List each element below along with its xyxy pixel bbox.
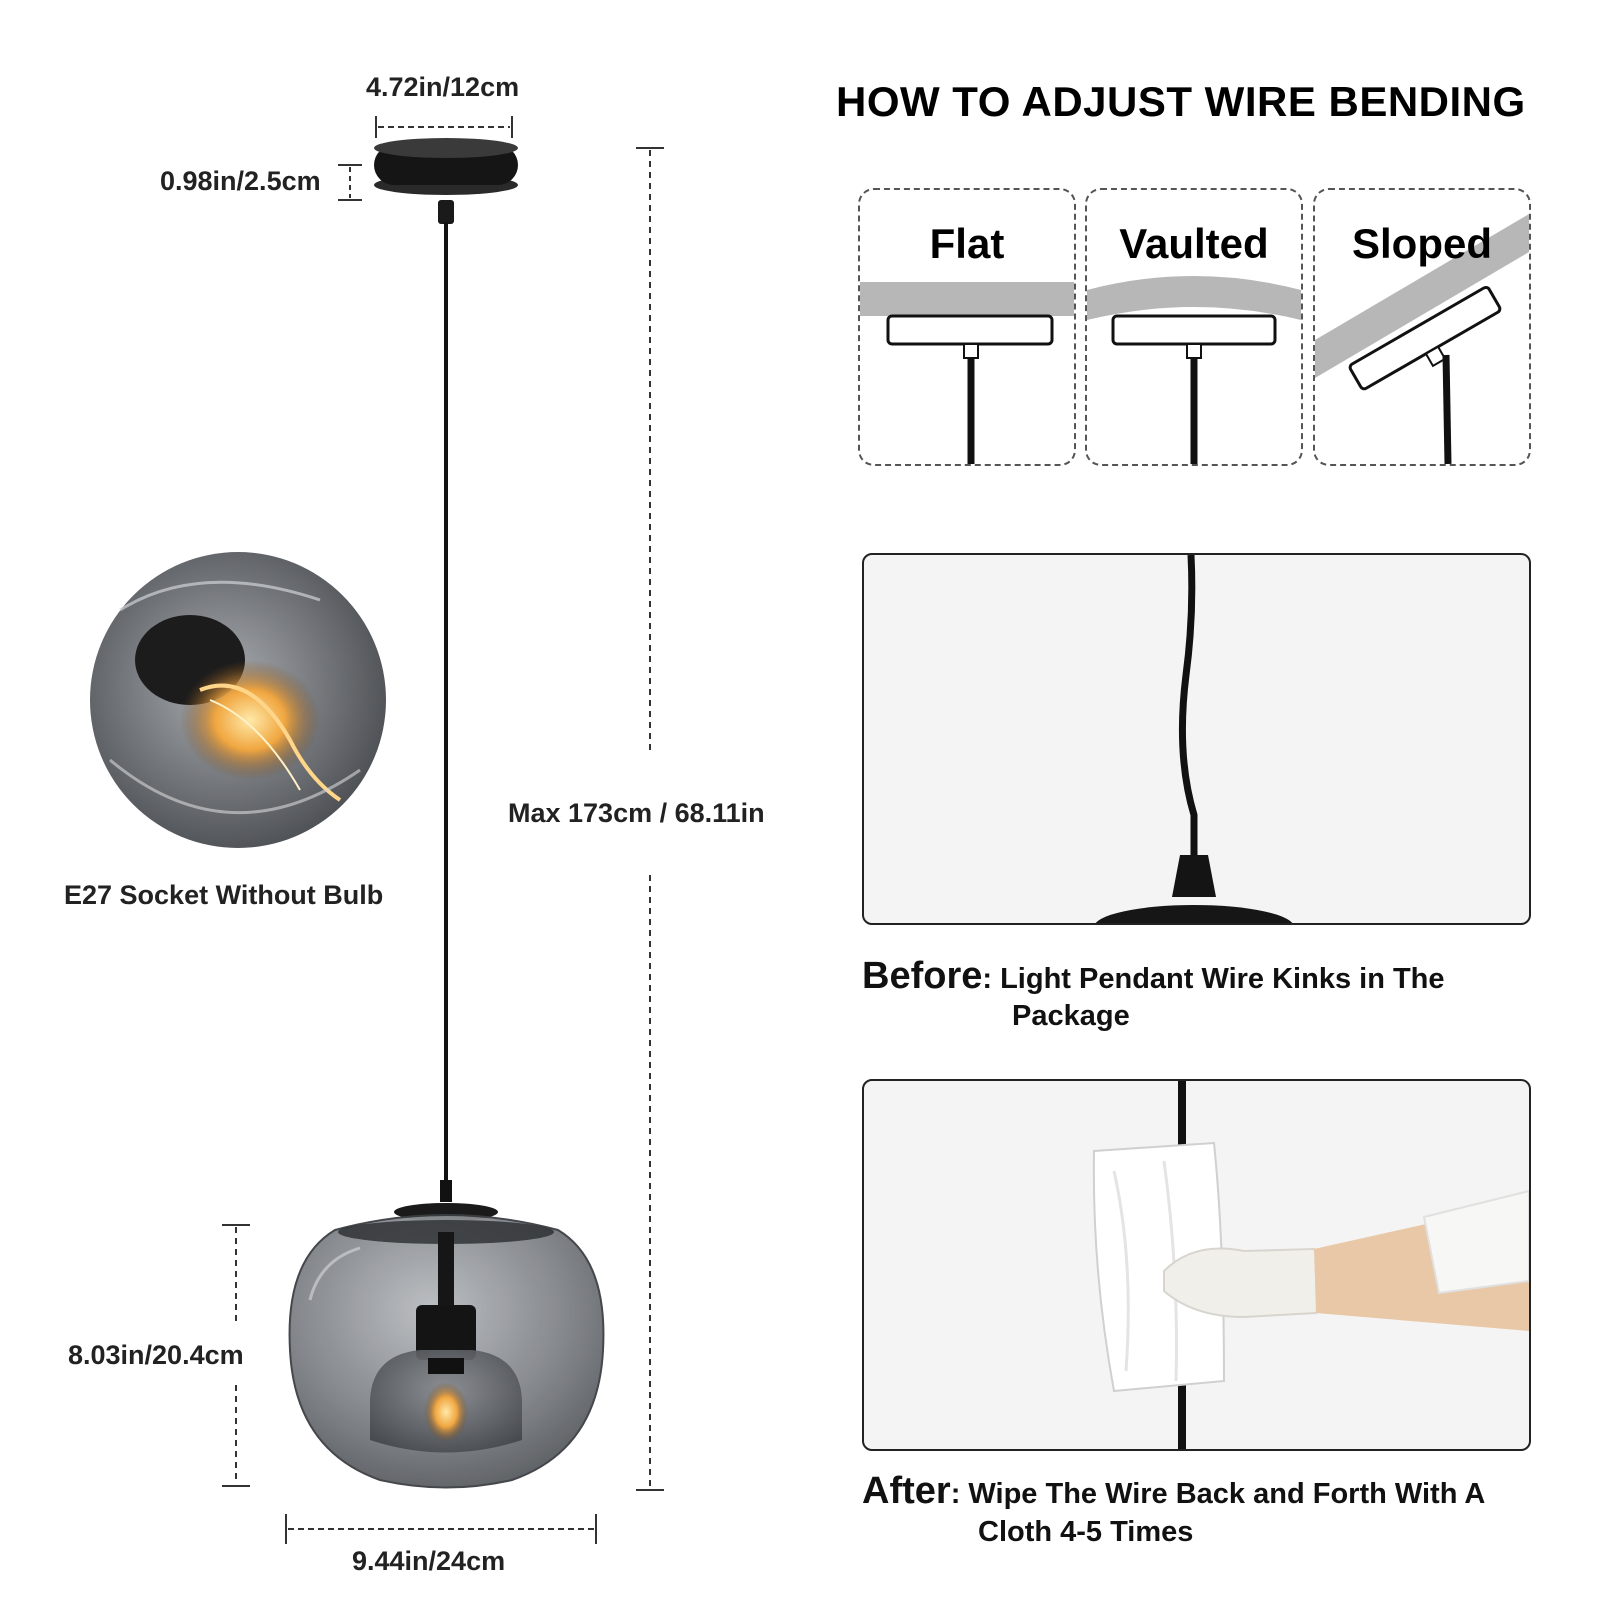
- before-line-2: Package: [1012, 1000, 1130, 1032]
- max-length-label: Max 173cm / 68.11in: [508, 798, 765, 828]
- shade-height-label: 8.03in/20.4cm: [68, 1340, 244, 1370]
- ceiling-type-flat-panel: Flat: [858, 188, 1076, 466]
- after-photo: [862, 1079, 1531, 1451]
- after-caption: After: Wipe The Wire Back and Forth With…: [862, 1470, 1582, 1513]
- shade-width-label: 9.44in/24cm: [352, 1546, 506, 1576]
- ceiling-type-label: Vaulted: [1119, 220, 1269, 267]
- sloped-ceiling-icon: [1315, 214, 1529, 464]
- vaulted-ceiling-icon: [1087, 276, 1301, 464]
- after-key: After: [862, 1470, 951, 1512]
- canopy-width-marker: [375, 116, 513, 138]
- pendant-dimension-drawing: [90, 116, 664, 1544]
- glass-shade: [288, 1180, 605, 1489]
- ceiling-type-sloped-panel: Sloped: [1313, 188, 1531, 466]
- wiping-wire-image: [1092, 1081, 1529, 1449]
- canopy-width-label: 4.72in/12cm: [366, 72, 520, 102]
- before-caption: Before: Light Pendant Wire Kinks in The: [862, 955, 1562, 998]
- after-line-1: : Wipe The Wire Back and Forth With A: [950, 1478, 1486, 1510]
- before-line-1: : Light Pendant Wire Kinks in The: [982, 963, 1445, 995]
- before-photo: [862, 553, 1531, 925]
- max-length-marker: [636, 147, 664, 1491]
- before-key: Before: [862, 955, 983, 997]
- ceiling-type-label: Sloped: [1351, 220, 1492, 267]
- ceiling-type-label: Flat: [929, 220, 1005, 267]
- canopy: [374, 138, 518, 224]
- shade-height-marker: [222, 1224, 250, 1487]
- socket-caption: E27 Socket Without Bulb: [64, 880, 384, 910]
- canopy-height-label: 0.98in/2.5cm: [160, 166, 321, 196]
- ceiling-type-vaulted-panel: Vaulted: [1085, 188, 1303, 466]
- socket-closeup-image: [90, 552, 386, 848]
- shade-width-marker: [285, 1514, 597, 1544]
- kinked-wire-image: [1095, 555, 1293, 923]
- guide-title: HOW TO ADJUST WIRE BENDING: [836, 78, 1526, 125]
- canopy-height-marker: [338, 164, 362, 201]
- after-line-2: Cloth 4-5 Times: [978, 1516, 1194, 1548]
- flat-ceiling-icon: [860, 282, 1074, 464]
